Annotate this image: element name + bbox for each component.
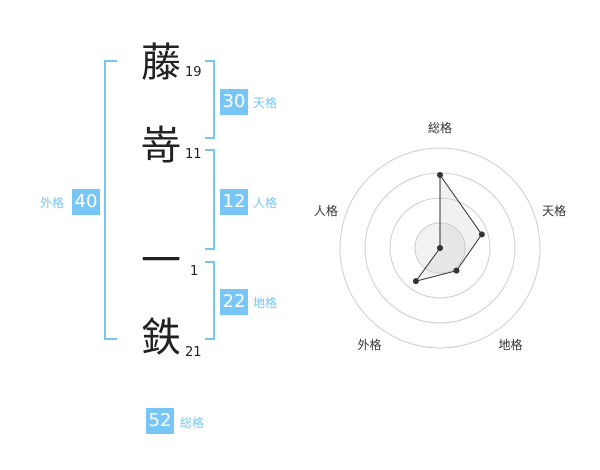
soukaku-value: 52 [146, 408, 174, 434]
radar-point-3 [453, 267, 460, 274]
radar-series-polygon [414, 173, 483, 283]
radar-axis-label-5: 人格 [314, 203, 338, 218]
stroke-count-2: 11 [185, 147, 202, 162]
chikaku-value: 22 [220, 289, 248, 315]
stroke-count-3: 1 [190, 264, 199, 279]
chikaku-bracket [205, 261, 215, 340]
stroke-count-1: 19 [185, 65, 202, 80]
radar-point-5 [437, 245, 443, 251]
name-char-3: 一 [141, 238, 181, 284]
radar-point-4 [412, 278, 419, 285]
tenkaku-bracket [205, 60, 215, 139]
radar-axis-label-1: 総格 [428, 120, 452, 135]
radar-point-1 [437, 172, 443, 178]
jinkaku-bracket [205, 149, 215, 250]
gaikaku-label: 外格 [40, 196, 65, 210]
chikaku-label: 地格 [253, 296, 278, 310]
name-char-4: 鉄 [141, 315, 181, 361]
radar-axis-label-4: 外格 [357, 337, 381, 352]
jinkaku-label: 人格 [253, 196, 278, 210]
soukaku-label: 総格 [180, 416, 205, 430]
stroke-count-4: 21 [185, 345, 202, 360]
radar-ring-4 [339, 147, 541, 349]
name-char-1: 藤 [141, 40, 181, 86]
gaikaku-value: 40 [72, 189, 100, 215]
radar-axis-label-2: 天格 [542, 203, 566, 218]
jinkaku-value: 12 [220, 189, 248, 215]
radar-point-2 [478, 231, 485, 238]
name-char-2: 嵜 [141, 123, 181, 169]
tenkaku-value: 30 [220, 89, 248, 115]
radar-axis-label-3: 地格 [499, 337, 523, 352]
gaikaku-bracket [104, 60, 117, 340]
tenkaku-label: 天格 [253, 96, 278, 110]
